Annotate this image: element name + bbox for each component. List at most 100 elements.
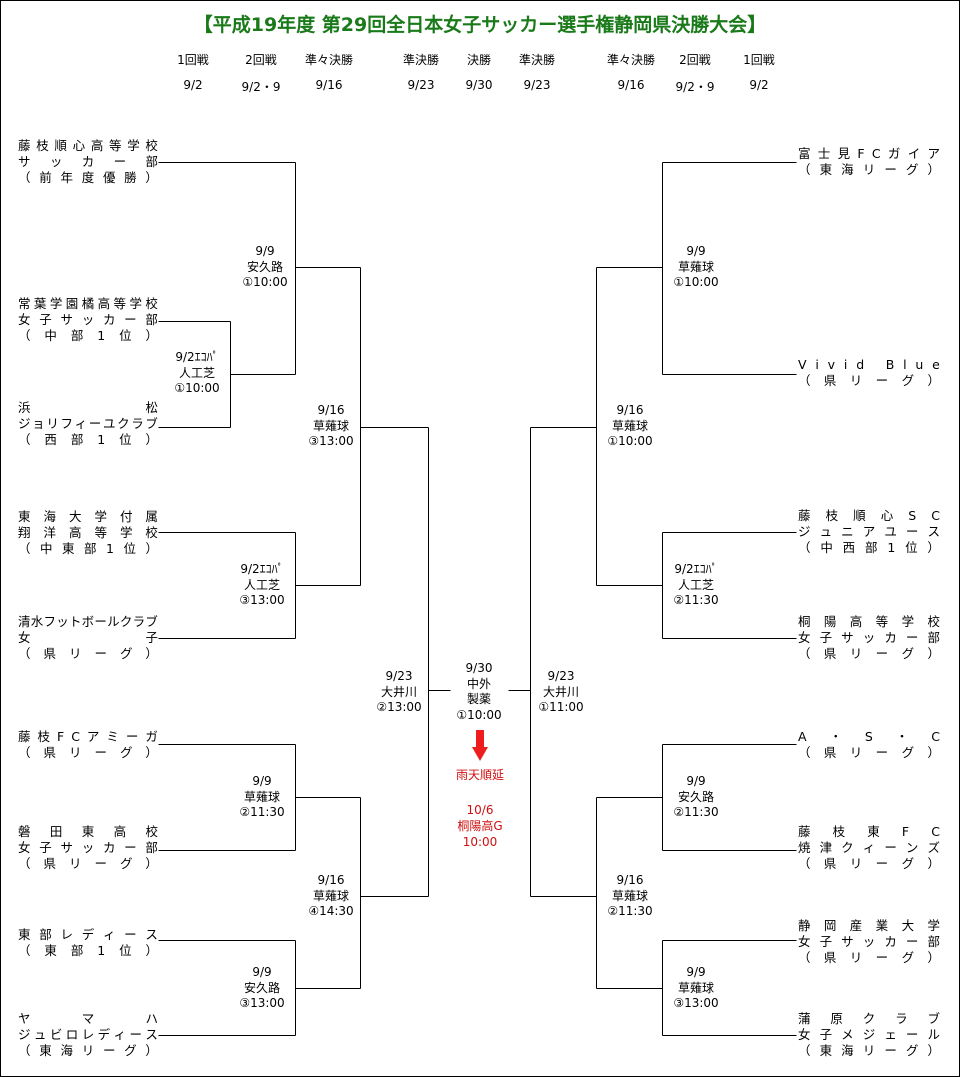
- match-info-line: 9/9: [686, 244, 706, 258]
- match-info-line: 9/16: [616, 873, 644, 887]
- match-info-line: ②11:30: [673, 593, 719, 607]
- team-entry: 桐陽高等学校女子サッカー部（県リーグ）: [798, 614, 940, 662]
- team-name-line: 清水フットボールクラブ: [18, 614, 158, 629]
- team-entry: 藤枝順心高等学校サッカー部（前年度優勝）: [18, 138, 158, 186]
- round-date: 9/2・9: [675, 80, 715, 94]
- team-entry: A・S・C（県リーグ）: [798, 729, 940, 761]
- match-info-line: 中外: [466, 676, 491, 691]
- round-date: 9/2: [749, 78, 769, 92]
- down-arrow-icon: [472, 730, 488, 761]
- team-name-line: （県リーグ）: [18, 646, 158, 661]
- match-info-line: 9/2ｴｺﾊﾟ: [240, 562, 284, 576]
- team-name-line: 蒲原クラブ: [798, 1011, 940, 1026]
- round-header: 準々決勝: [304, 53, 353, 67]
- match-info-line: 草薙球: [677, 259, 714, 274]
- team-name-line: ジョリフィーユクラブ: [18, 416, 158, 431]
- team-name-line: （東海リーグ）: [798, 162, 940, 177]
- match-info-line: 9/9: [686, 774, 706, 788]
- match-info-line: ②11:30: [239, 805, 285, 819]
- match-info-line: ①10:00: [673, 275, 719, 289]
- match-info-line: 草薙球: [312, 418, 349, 433]
- round-date: 9/23: [407, 78, 435, 92]
- round-date: 9/30: [465, 78, 493, 92]
- team-name-line: ジュニアユース: [798, 524, 940, 539]
- match-info-line: 草薙球: [312, 888, 349, 903]
- team-name-line: 女子メジェール: [798, 1027, 940, 1042]
- rain-time: 10:00: [462, 835, 498, 849]
- team-name-line: ヤマハ: [18, 1011, 158, 1026]
- rain-venue: 桐陽高G: [457, 819, 503, 833]
- match-info-line: 草薙球: [677, 980, 714, 995]
- team-name-line: 女子サッカー部: [18, 840, 158, 855]
- team-name-line: 焼津クィーンズ: [798, 840, 940, 855]
- match-info-line: 9/9: [252, 965, 272, 979]
- match-info-line: ③13:00: [308, 434, 354, 448]
- match-info-line: 9/30: [465, 661, 493, 675]
- match-info-line: ①11:00: [538, 700, 584, 714]
- round-date: 9/16: [617, 78, 645, 92]
- round-header: 準決勝: [402, 53, 439, 67]
- match-info-line: 9/2ｴｺﾊﾟ: [674, 562, 718, 576]
- match-info-line: 安久路: [677, 789, 714, 804]
- team-name-line: （東海リーグ）: [18, 1043, 158, 1058]
- team-name-line: ジュビロレディース: [18, 1027, 158, 1042]
- match-info-line: 草薙球: [243, 789, 280, 804]
- team-name-line: （県リーグ）: [798, 745, 940, 760]
- match-info-line: 9/9: [255, 244, 275, 258]
- team-name-line: （県リーグ）: [798, 856, 940, 871]
- round-header: 2回戦: [245, 53, 277, 67]
- match-info-line: ①10:00: [242, 275, 288, 289]
- match-info-line: ①10:00: [456, 707, 502, 722]
- match-info-line: ④14:30: [308, 904, 354, 918]
- team-name-line: （県リーグ）: [798, 950, 940, 965]
- match-info-line: ②11:30: [673, 805, 719, 819]
- match-info-line: 9/2ｴｺﾊﾟ: [175, 350, 219, 364]
- match-info-line: 9/16: [317, 403, 345, 417]
- team-name-line: 東海大学付属: [18, 509, 158, 524]
- round-header: 1回戦: [743, 53, 775, 67]
- match-info-line: ③13:00: [673, 996, 719, 1010]
- match-info-line: 草薙球: [611, 888, 648, 903]
- match-info-line: ③13:00: [239, 593, 285, 607]
- match-info-line: 大井川: [542, 684, 579, 699]
- match-info-line: ①10:00: [174, 381, 220, 395]
- team-name-line: （県リーグ）: [798, 373, 940, 388]
- match-info-line: 人工芝: [677, 577, 714, 592]
- match-info-line: 安久路: [246, 259, 283, 274]
- team-name-line: 磐田東高校: [18, 824, 158, 839]
- match-info-line: 製薬: [466, 692, 491, 706]
- team-entry: 磐田東高校女子サッカー部（県リーグ）: [18, 824, 158, 872]
- match-info-line: 9/9: [686, 965, 706, 979]
- round-header: 1回戦: [177, 53, 209, 67]
- match-info-line: 9/23: [385, 669, 413, 683]
- team-name-line: 浜松: [18, 400, 158, 415]
- match-info-line: 大井川: [380, 684, 417, 699]
- team-name-line: （前年度優勝）: [18, 170, 158, 185]
- round-date: 9/23: [523, 78, 551, 92]
- team-name-line: 桐陽高等学校: [798, 614, 940, 629]
